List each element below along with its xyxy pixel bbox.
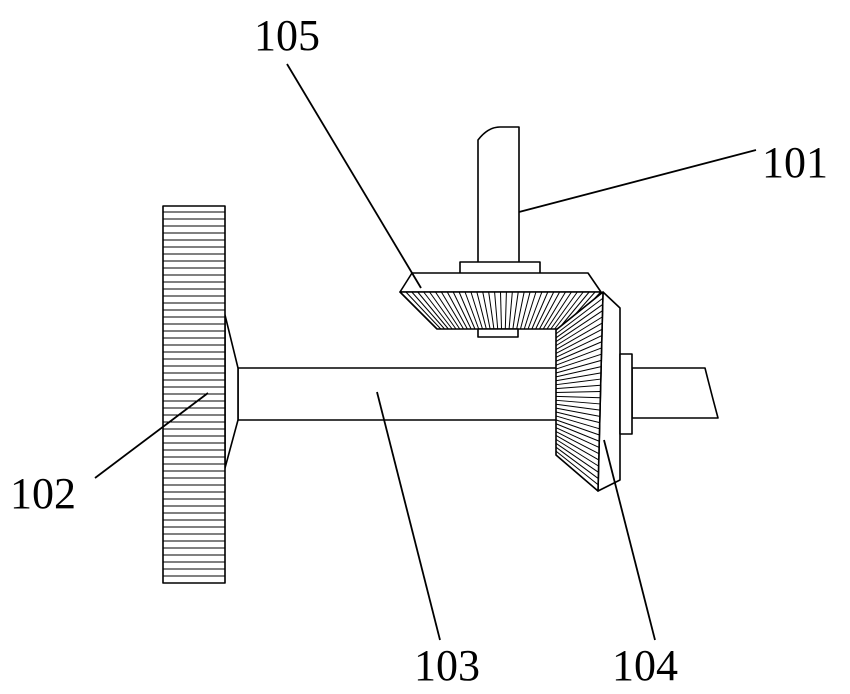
label-105: 105 [254,11,320,60]
gear-hub-side [619,353,633,435]
bevel-gear-horizontal-tooth-line [527,291,543,330]
bevel-gear-vertical-tooth-line [555,359,602,374]
bevel-gear-horizontal-tooth-line [546,291,572,330]
bevel-gear-horizontal-tooth-line [512,291,519,330]
gear-hub-bottom [477,328,519,338]
bevel-gear-vertical-tooth-line [555,407,600,417]
bevel-gear-vertical-tooth-line [555,372,602,382]
bevel-gear-horizontal-tooth-line [508,291,513,330]
bevel-gear-horizontal-tooth-line [535,291,555,330]
leader-line-104 [603,439,656,641]
bevel-gear-horizontal-tooth-line [558,291,590,330]
bevel-gear-horizontal [399,272,602,338]
bevel-gear-horizontal-tooth-line [482,291,491,330]
bevel-gear-vertical-tooth-line [555,316,603,347]
bevel-gear-horizontal-tooth-line [417,291,449,330]
bevel-gear-vertical-tooth-line [555,446,599,479]
spur-gear-hub [224,314,239,469]
bevel-gear-vertical-tooth-line [555,403,601,411]
bevel-gear-horizontal-tooth-line [423,291,453,330]
bevel-gear-vertical-tooth-line [555,411,600,424]
bevel-gear-vertical-tooth-line [555,291,604,331]
bevel-gear-vertical-tooth-line [555,391,601,393]
bevel-gear-horizontal-tooth-line [500,291,502,330]
bevel-gear-vertical-tooth-line [555,399,601,405]
label-104: 104 [612,641,678,690]
bevel-gear-horizontal-tooth-line [399,291,438,330]
horizontal-shaft [237,367,719,421]
bevel-gear-horizontal-tooth-line [440,291,464,330]
bevel-gear-vertical-tooth-line [555,322,603,350]
bevel-gear-vertical-tooth-line [555,442,599,473]
label-103: 103 [414,641,480,690]
bevel-gear-vertical-tooth-line [555,335,603,358]
bevel-gear-horizontal-tooth-line [554,291,584,330]
bevel-gear-vertical-tooth-line [555,304,603,339]
bevel-gear-horizontal-tooth-line [539,291,561,330]
bevel-gear-horizontal-tooth-line [550,291,578,330]
bevel-gear-vertical-tooth-line [555,415,600,430]
bevel-gear-vertical-tooth-line [555,419,600,436]
leader-line-102 [94,392,209,479]
bevel-gear-horizontal-tooth-line [494,291,499,330]
bevel-gear-horizontal-teeth [399,291,602,330]
bevel-gear-horizontal-tooth-line [504,291,507,330]
bevel-gear-horizontal-tooth-line [405,291,442,330]
bevel-gear-horizontal-tooth-line [519,291,531,330]
bevel-gear-horizontal-tooth-line [531,291,549,330]
bevel-gear-vertical-tooth-line [555,353,602,370]
bevel-gear-vertical [555,291,633,492]
bevel-gear-vertical-tooth-line [555,431,600,455]
leader-line-105 [286,63,422,289]
label-102: 102 [10,469,76,518]
bevel-gear-vertical-tooth-line [555,395,601,399]
spur-gear [162,205,226,584]
bevel-gear-horizontal-tooth-line [452,291,472,330]
bevel-gear-vertical-tooth-line [555,454,599,492]
bevel-gear-horizontal-tooth-line [516,291,525,330]
leader-line-103 [376,391,441,641]
bevel-gear-horizontal-tooth-line [446,291,468,330]
bevel-gear-horizontal-tooth-line [476,291,487,330]
bevel-gear-horizontal-tooth-line [429,291,457,330]
bevel-gear-vertical-tooth-line [555,435,600,461]
leader-line-101 [518,149,757,213]
bevel-gear-vertical-tooth-line [555,423,600,442]
bevel-gear-vertical-tooth-line [555,366,602,378]
bevel-gear-horizontal-tooth-line [470,291,484,330]
bevel-gear-vertical-tooth-line [555,297,604,335]
bevel-gear-vertical-tooth-line [555,427,600,448]
bevel-gear-horizontal-tooth-line [464,291,480,330]
bevel-gear-vertical-tooth-line [555,438,599,467]
bevel-gear-vertical-tooth-line [555,328,603,354]
bevel-gear-vertical-tooth-line [555,450,599,486]
vertical-shaft [477,126,520,265]
spur-gear-teeth [163,211,225,577]
bevel-gear-horizontal-tooth-line [523,291,537,330]
bevel-gear-vertical-tooth-line [555,378,601,386]
bevel-gear-horizontal-tooth-line [542,291,566,330]
bevel-gear-vertical-teeth [555,291,604,492]
bevel-gear-horizontal-tooth-line [458,291,476,330]
bevel-gear-vertical-tooth-line [555,347,602,366]
bevel-gear-vertical-tooth-line [555,341,602,362]
bevel-gear-horizontal-tooth-line [411,291,445,330]
bevel-gear-horizontal-tooth-line [488,291,495,330]
bevel-gear-vertical-tooth-line [555,310,603,343]
label-101: 101 [762,138,828,187]
bevel-gear-horizontal-tooth-line [435,291,461,330]
bevel-gear-vertical-tooth-line [555,384,601,390]
